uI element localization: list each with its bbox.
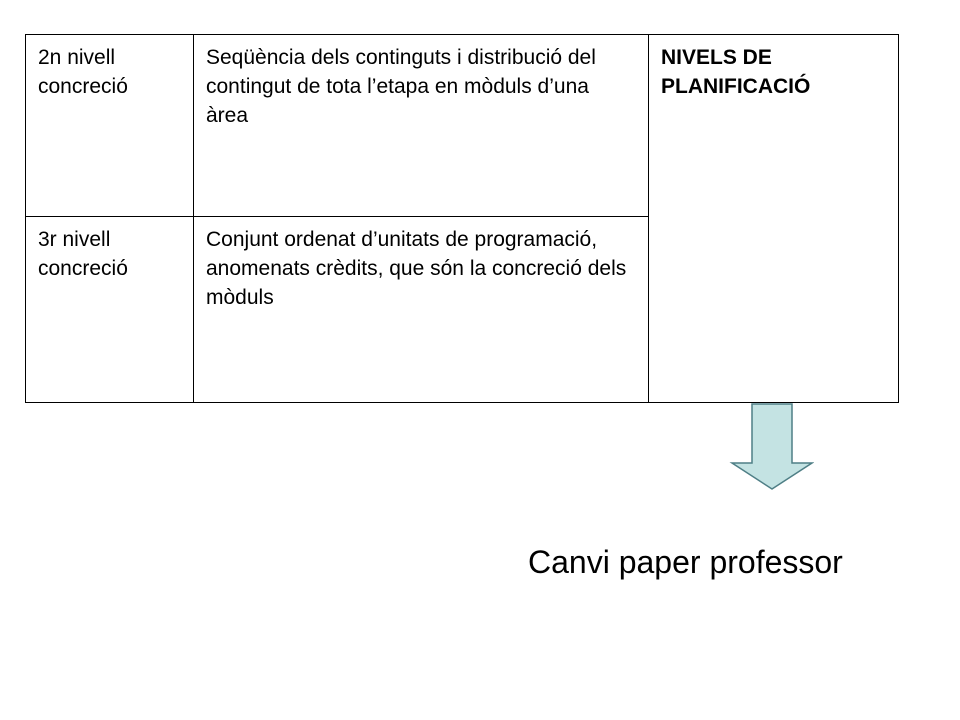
- table-row: 3r nivell concreció Conjunt ordenat d’un…: [25, 216, 899, 403]
- planning-levels-heading: NIVELS DE PLANIFICACIÓ: [648, 34, 899, 403]
- level-label-3r: 3r nivell concreció: [25, 216, 194, 403]
- caption-text: Canvi paper professor: [528, 544, 843, 580]
- table-row: 2n nivell concreció Seqüència dels conti…: [25, 34, 899, 403]
- heading-line-2: PLANIFICACIÓ: [661, 75, 811, 98]
- heading-line-1: NIVELS DE: [661, 46, 772, 69]
- level-description-3r: Conjunt ordenat d’unitats de programació…: [193, 216, 649, 403]
- level-label-2n: 2n nivell concreció: [25, 34, 194, 217]
- level-description-2n: Seqüència dels continguts i distribució …: [193, 34, 649, 217]
- down-arrow-icon: [729, 403, 814, 490]
- planning-levels-table: 2n nivell concreció Seqüència dels conti…: [25, 34, 899, 403]
- down-arrow-shape: [729, 403, 814, 490]
